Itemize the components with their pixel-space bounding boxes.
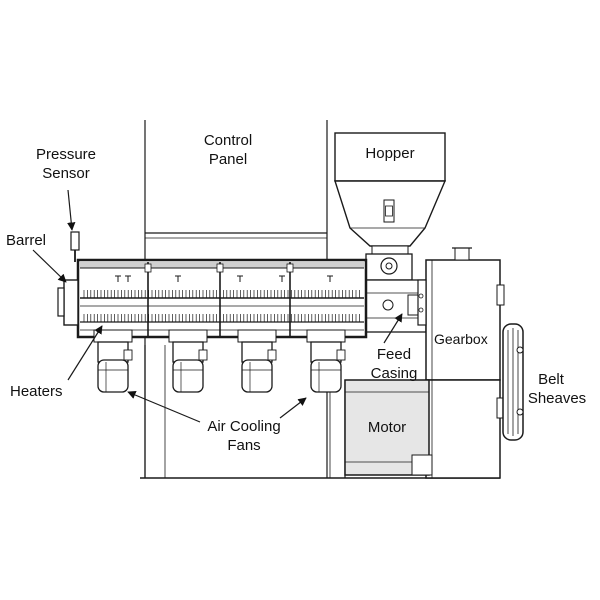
heater-bracket bbox=[237, 329, 277, 343]
label-gearbox: Gearbox bbox=[434, 331, 488, 347]
fan-duct bbox=[267, 349, 277, 361]
zone-clamp bbox=[216, 263, 224, 273]
fan-housing-top bbox=[97, 341, 129, 363]
label-pressure-sensor-2: Sensor bbox=[42, 165, 90, 182]
fan-duct bbox=[336, 349, 346, 361]
fan-duct bbox=[123, 349, 133, 361]
leader-lines bbox=[32, 189, 403, 423]
label-control-panel-2: Panel bbox=[209, 151, 247, 168]
fan-duct bbox=[198, 349, 208, 361]
label-pressure-sensor-1: Pressure bbox=[36, 146, 96, 163]
air-cooling-fans bbox=[93, 329, 346, 393]
motor bbox=[344, 379, 433, 476]
label-belt-sheaves-1: Belt bbox=[538, 371, 565, 388]
heater-bracket bbox=[93, 329, 133, 343]
feed-casing bbox=[365, 253, 427, 333]
barrel-zone-dividers bbox=[144, 262, 294, 336]
barrel-cooling-ribs bbox=[83, 275, 360, 322]
belt-sheaves bbox=[502, 323, 524, 441]
label-air-cooling-fans-1: Air Cooling bbox=[207, 418, 280, 435]
barrel bbox=[76, 258, 368, 339]
label-hopper: Hopper bbox=[365, 145, 414, 162]
heater-bracket bbox=[306, 329, 346, 343]
fan-body bbox=[241, 359, 273, 393]
barrel-end-cap bbox=[57, 279, 79, 326]
fan-body bbox=[310, 359, 342, 393]
fan-housing-top bbox=[241, 341, 273, 363]
fan-body bbox=[172, 359, 204, 393]
label-belt-sheaves-2: Sheaves bbox=[528, 390, 586, 407]
label-heaters: Heaters bbox=[10, 383, 63, 400]
label-barrel: Barrel bbox=[6, 232, 46, 249]
hopper bbox=[334, 132, 447, 255]
label-feed-casing-2: Casing bbox=[371, 365, 418, 382]
label-motor: Motor bbox=[368, 419, 406, 436]
fan-housing-top bbox=[310, 341, 342, 363]
label-control-panel-1: Control bbox=[204, 132, 252, 149]
fan-housing-top bbox=[172, 341, 204, 363]
gearbox bbox=[417, 247, 505, 479]
label-feed-casing-1: Feed bbox=[377, 346, 411, 363]
pressure-sensor bbox=[70, 231, 80, 262]
heater-bracket bbox=[168, 329, 208, 343]
fan-body bbox=[97, 359, 129, 393]
zone-clamp bbox=[286, 263, 294, 273]
label-air-cooling-fans-2: Fans bbox=[227, 437, 260, 454]
zone-clamp bbox=[144, 263, 152, 273]
